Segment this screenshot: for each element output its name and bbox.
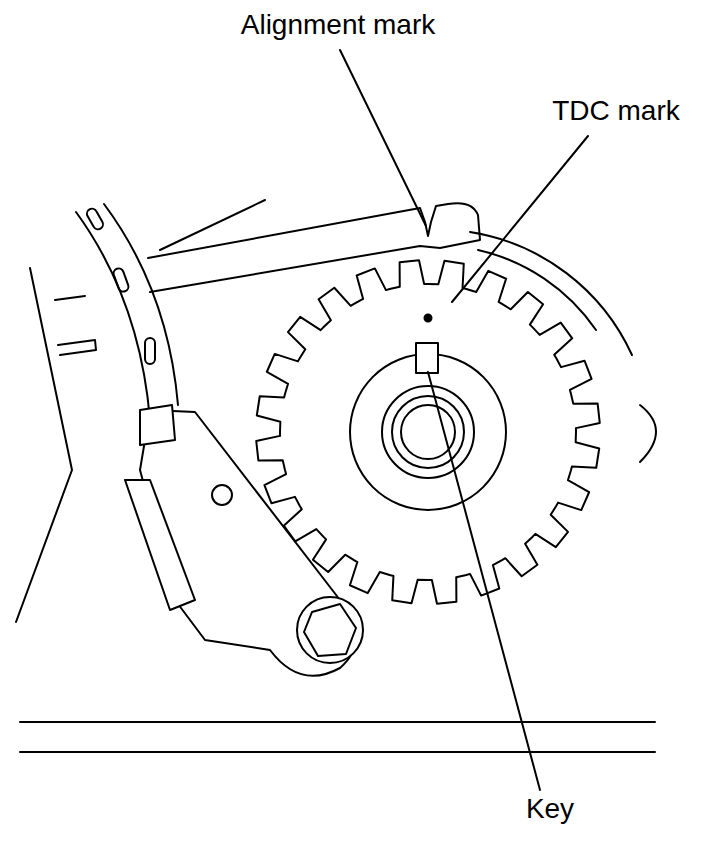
housing-edge bbox=[16, 268, 72, 622]
sprocket-hub bbox=[350, 354, 506, 510]
leader-line bbox=[452, 136, 588, 302]
part-label: Key bbox=[524, 794, 576, 825]
cover-edge bbox=[640, 405, 656, 462]
tensioner-hole bbox=[212, 485, 232, 505]
part-label: TDC mark bbox=[550, 96, 682, 127]
guide-band bbox=[104, 204, 178, 405]
cover-line bbox=[160, 200, 265, 250]
base-line bbox=[20, 721, 655, 723]
crankshaft-sprocket bbox=[256, 260, 600, 604]
tdc-dot bbox=[425, 315, 432, 322]
crank-nose bbox=[382, 386, 474, 478]
key-symbol bbox=[416, 343, 438, 373]
band-slot bbox=[145, 338, 155, 364]
bolt-hex bbox=[304, 604, 356, 656]
tensioner-bracket bbox=[140, 405, 175, 445]
crank-nose bbox=[392, 396, 464, 468]
base-line bbox=[20, 751, 655, 753]
tensioner-plate bbox=[125, 480, 195, 610]
guide-band bbox=[76, 212, 150, 420]
part-label: Alignment mark bbox=[239, 10, 438, 41]
band-slot bbox=[112, 267, 130, 293]
crank-nose bbox=[401, 405, 455, 459]
leader-line bbox=[428, 372, 540, 790]
band-slot bbox=[85, 207, 105, 231]
leader-line bbox=[340, 50, 426, 226]
tensioner-bolt bbox=[297, 597, 363, 663]
cover-bar bbox=[148, 203, 480, 292]
housing-mark bbox=[55, 296, 96, 355]
